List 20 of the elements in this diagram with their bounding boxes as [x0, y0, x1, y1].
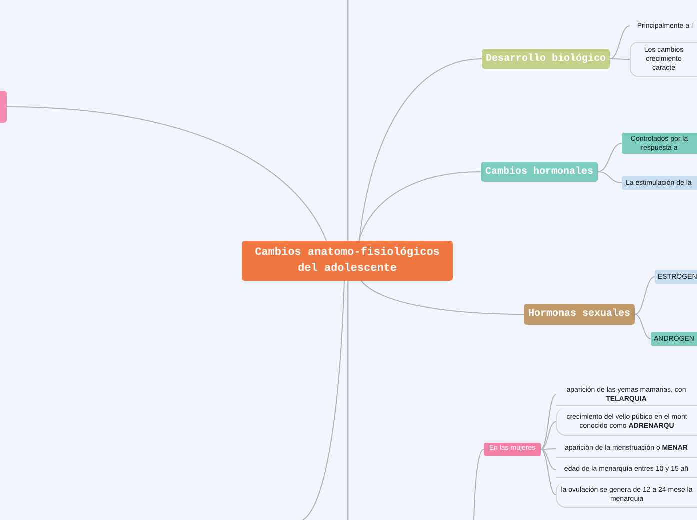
connector-line [358, 172, 482, 242]
connector-line [358, 58, 482, 242]
connector-line [540, 422, 556, 450]
topic-box: Desarrollo biológico [482, 49, 610, 69]
central-topic: Cambios anatomo-fisiológicos del adolescente [242, 241, 453, 281]
connector-line [6, 106, 328, 242]
connector-line [634, 276, 656, 315]
connector-line [474, 449, 484, 520]
connector-line [598, 172, 622, 184]
connector-line [610, 58, 630, 60]
connector-line [540, 449, 556, 470]
connector-line [634, 314, 652, 340]
topic-box: Hormonas sexuales [524, 304, 635, 325]
connector-line [610, 26, 630, 60]
connector-line [540, 394, 556, 450]
connector-line [540, 448, 556, 450]
topic-box: Cambios hormonales [481, 162, 598, 182]
connector-line [540, 449, 556, 496]
connector-line [598, 143, 622, 172]
connector-line [360, 280, 524, 315]
